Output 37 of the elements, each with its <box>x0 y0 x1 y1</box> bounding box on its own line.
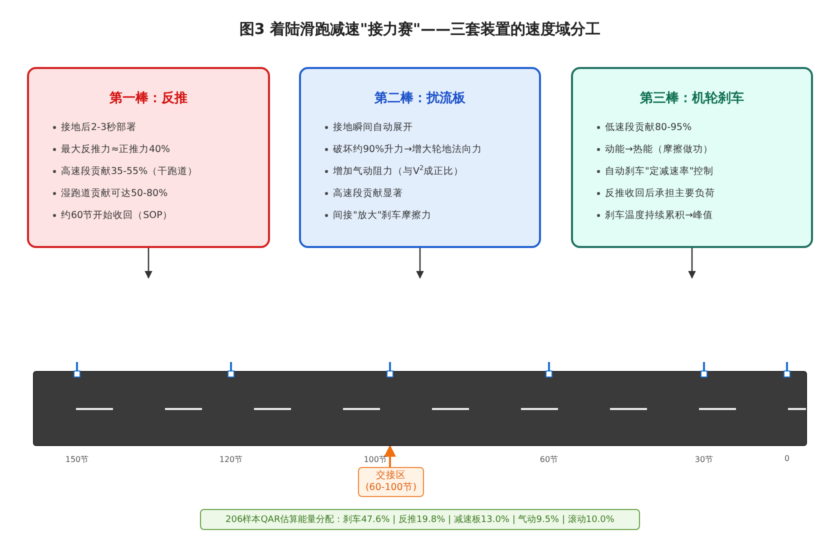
bullet-item: 间接"放大"刹车摩擦力 <box>325 205 539 227</box>
speed-label: 60节 <box>540 454 558 465</box>
info-card <box>299 67 541 248</box>
bullet-item: 反推收回后承担主要负荷 <box>597 183 811 205</box>
summary-text: 206样本QAR估算能量分配：刹车47.6% | 反推19.8% | 减速板13.0% | 气动9.5% | 滚动10.0% <box>226 514 614 526</box>
bullet-item: 高速段贡献显著 <box>325 183 539 205</box>
speed-label: 120节 <box>219 454 243 465</box>
bullet-item: 自动刹车"定减速率"控制 <box>597 161 811 183</box>
bullet-item: 动能→热能（摩擦做功） <box>597 139 811 161</box>
bullet-item: 湿跑道贡献可达50-80% <box>53 183 268 205</box>
speed-label: 0 <box>784 454 790 463</box>
bullet-item: 刹车温度持续累积→峰值 <box>597 205 811 227</box>
zone-label: 交接区 (60-100节) <box>364 470 418 494</box>
handover-zone-box <box>358 467 424 497</box>
runway-strip <box>33 371 807 446</box>
card-heading: 第二棒：扰流板 <box>374 90 466 107</box>
bullet-item: 增加气动阻力（与V$^{2}$成正比） <box>325 161 539 183</box>
bullet-item: 低速段贡献80-95% <box>597 117 811 139</box>
bullet-item: 最大反推力≈正推力40% <box>53 139 268 161</box>
info-card <box>27 67 270 248</box>
arrow <box>688 248 696 279</box>
speed-label: 150节 <box>65 454 89 465</box>
diagram-title: 图3 着陆滑跑减速"接力赛"——三套装置的速度域分工 <box>238 20 602 39</box>
bullet-item: 接地瞬间自动展开 <box>325 117 539 139</box>
arrow <box>416 248 424 279</box>
speed-label: 30节 <box>694 454 714 465</box>
speed-label: 100节 <box>364 454 387 465</box>
summary-box <box>200 509 640 530</box>
card-heading: 第三棒：机轮刹车 <box>639 90 745 107</box>
bullet-item: 约60节开始收回（SOP） <box>53 205 268 227</box>
bullet-item: 破坏约90%升力→增大轮地法向力 <box>325 139 539 161</box>
arrow <box>384 444 396 467</box>
bullet-item: 高速段贡献35-55%（干跑道） <box>53 161 268 183</box>
card-heading: 第一棒：反推 <box>108 90 188 107</box>
bullet-item: 接地后2-3秒部署 <box>53 117 268 139</box>
arrow <box>144 248 152 279</box>
info-card <box>571 67 813 248</box>
